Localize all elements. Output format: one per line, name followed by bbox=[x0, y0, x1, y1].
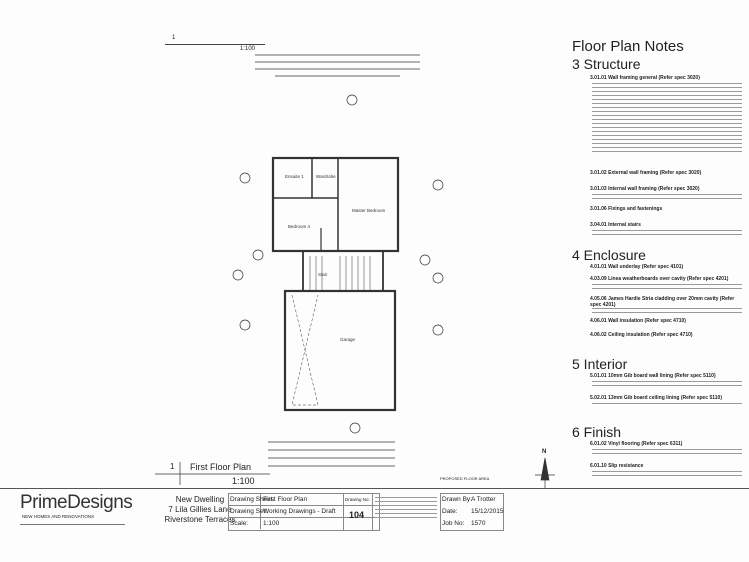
note-item: 3.01.01 Wall framing general (Refer spec… bbox=[590, 75, 700, 81]
project-name: New Dwelling bbox=[175, 495, 225, 504]
note-item: 4.06.02 Ceiling insulation (Refer spec 4… bbox=[590, 332, 693, 338]
date-value: 15/12/2015 bbox=[471, 508, 504, 515]
room-wardrobe: Wardrobe bbox=[316, 174, 336, 179]
drawing-sheet-value: First Floor Plan bbox=[263, 496, 308, 503]
note-item: 4.05.06 James Hardie Stria cladding over… bbox=[590, 296, 735, 308]
room-stair: Stair bbox=[318, 272, 328, 277]
plan-scale: 1:100 bbox=[232, 476, 255, 486]
note-item: 4.03.09 Linea weatherboards over cavity … bbox=[590, 276, 729, 282]
job-no-label: Job No: bbox=[442, 520, 465, 527]
job-info-table bbox=[440, 493, 504, 531]
project-suburb: Riverstone Terraces bbox=[164, 515, 236, 524]
drawing-set-value: Working Drawings - Draft bbox=[263, 508, 336, 515]
logo-rule bbox=[20, 524, 125, 525]
note-item: 3.04.01 Internal stairs bbox=[590, 222, 641, 228]
drawing-info-table bbox=[228, 493, 380, 531]
note-item: 4.01.01 Wall underlay (Refer spec 4101) bbox=[590, 264, 684, 270]
north-label: N bbox=[542, 449, 547, 455]
plan-ref-number: 1 bbox=[170, 462, 175, 471]
company-logo: PrimeDesigns bbox=[20, 492, 133, 513]
note-item: 3.01.06 Fixings and fastenings bbox=[590, 206, 663, 212]
top-ref-number: 1 bbox=[172, 35, 176, 41]
drawn-by-label: Drawn By: bbox=[442, 496, 472, 503]
section-heading: 6 Finish bbox=[572, 424, 622, 440]
project-address: New Dwelling 7 Lila Gillies Lane Riverst… bbox=[150, 495, 250, 525]
note-item: 3.01.03 Internal wall framing (Refer spe… bbox=[590, 186, 700, 192]
section-heading: 4 Enclosure bbox=[572, 247, 646, 263]
drawing-no-box bbox=[343, 493, 373, 531]
drawing-sheet-label: Drawing Sheet: bbox=[230, 496, 275, 503]
drawn-by-value: A Trotter bbox=[471, 496, 496, 503]
notes-title: Floor Plan Notes bbox=[572, 38, 684, 55]
room-master-bedroom: Master Bedroom bbox=[352, 208, 386, 213]
table-rule bbox=[228, 517, 378, 518]
scale-label: Scale: bbox=[230, 520, 249, 527]
proposed-floor-area: PROPOSED FLOOR AREA bbox=[440, 476, 490, 481]
section-heading: 3 Structure bbox=[572, 56, 641, 72]
drawing-no-label: Drawing No: bbox=[345, 497, 370, 502]
scale-value: 1:100 bbox=[263, 520, 280, 527]
section-heading: 5 Interior bbox=[572, 356, 628, 372]
drawing-no: 104 bbox=[349, 510, 365, 520]
room-ensuite: Ensuite 1 bbox=[285, 174, 304, 179]
note-item: 5.02.01 13mm Gib board ceiling lining (R… bbox=[590, 395, 722, 401]
title-block-rule bbox=[0, 488, 749, 489]
floor-plan-drawing bbox=[155, 54, 555, 488]
job-no-value: 1570 bbox=[471, 520, 486, 527]
company-tagline: NEW HOMES AND RENOVATIONS bbox=[22, 514, 95, 519]
plan-title: First Floor Plan bbox=[190, 462, 252, 472]
date-label: Date: bbox=[442, 508, 458, 515]
top-scale: 1:100 bbox=[240, 46, 256, 52]
note-item: 3.01.02 External wall framing (Refer spe… bbox=[590, 170, 702, 176]
scale-rule bbox=[165, 44, 265, 45]
room-garage: Garage bbox=[340, 337, 356, 342]
drawing-set-label: Drawing Set: bbox=[230, 508, 268, 515]
note-item: 6.01.02 Vinyl flooring (Refer spec 6311) bbox=[590, 441, 683, 447]
room-bedroom-4: Bedroom 4 bbox=[288, 224, 311, 229]
table-rule bbox=[228, 505, 378, 506]
note-item: 5.01.01 10mm Gib board wall lining (Refe… bbox=[590, 373, 716, 379]
disclaimer-text bbox=[375, 494, 437, 521]
table-rule bbox=[260, 493, 261, 529]
note-item: 6.01.10 Slip resistance bbox=[590, 463, 644, 469]
project-street: 7 Lila Gillies Lane bbox=[168, 505, 232, 514]
note-item: 4.06.01 Wall insulation (Refer spec 4710… bbox=[590, 318, 686, 324]
